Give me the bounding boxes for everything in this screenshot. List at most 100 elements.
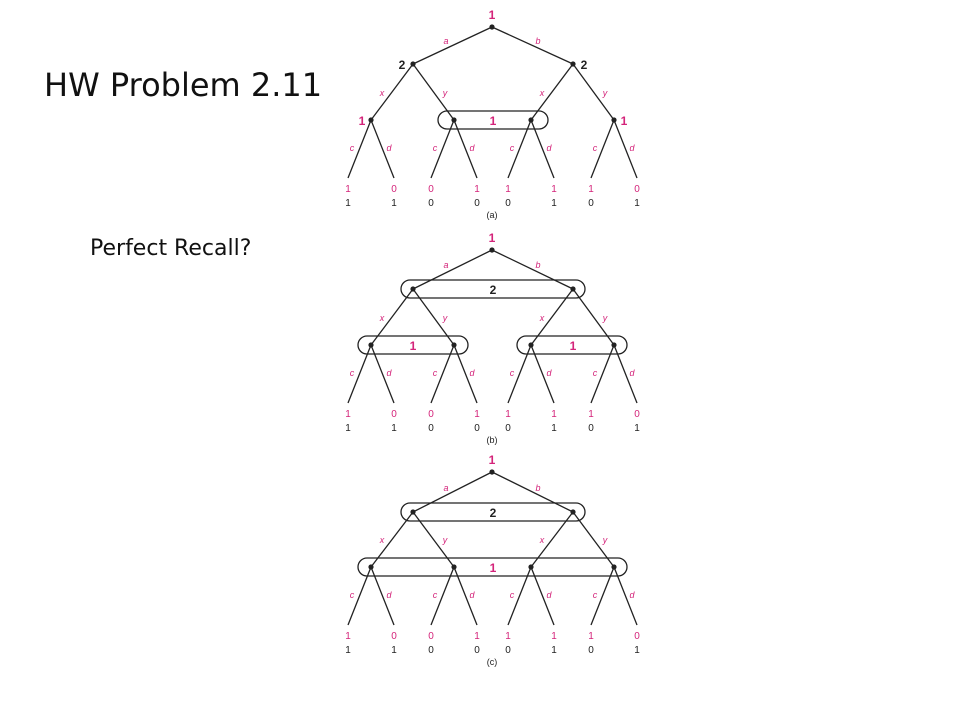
action-label: a <box>443 36 448 46</box>
edge-c-4 <box>590 566 615 626</box>
payoff-value: 1 <box>474 184 480 195</box>
decision-node <box>368 117 374 123</box>
edge-d-3 <box>530 119 555 179</box>
info-set-label: 1 <box>490 114 497 128</box>
action-label: c <box>510 368 515 378</box>
decision-node <box>528 117 534 123</box>
tree-edges <box>347 471 638 626</box>
payoff-value: 0 <box>588 645 594 656</box>
payoff-value: 0 <box>505 198 511 209</box>
tree-caption: (c) <box>487 657 498 667</box>
decision-node <box>570 286 576 292</box>
decision-node <box>410 286 416 292</box>
decision-node <box>570 509 576 515</box>
payoff-value: 0 <box>588 198 594 209</box>
action-label: c <box>510 590 515 600</box>
decision-node <box>528 564 534 570</box>
tree-edges <box>347 26 638 179</box>
edge-c-1 <box>347 344 372 404</box>
decision-node <box>368 564 374 570</box>
payoff-value: 1 <box>345 198 351 209</box>
payoff-value: 0 <box>428 409 434 420</box>
action-label: d <box>629 590 635 600</box>
payoff-row-player1: 1 0 0 1 1 1 1 0 <box>345 631 640 642</box>
action-label: c <box>433 143 438 153</box>
action-label: y <box>602 313 608 323</box>
payoff-value: 1 <box>551 409 557 420</box>
edge-d-3 <box>530 344 555 404</box>
payoff-value: 0 <box>474 423 480 434</box>
action-label: a <box>443 483 448 493</box>
payoff-value: 1 <box>345 631 351 642</box>
edge-d-4 <box>613 566 638 626</box>
payoff-value: 0 <box>428 198 434 209</box>
payoff-value: 0 <box>505 423 511 434</box>
payoff-row-player2: 1 1 0 0 0 1 0 1 <box>345 423 640 434</box>
payoff-value: 0 <box>588 423 594 434</box>
payoff-value: 0 <box>391 631 397 642</box>
payoff-value: 0 <box>505 645 511 656</box>
edge-a <box>412 26 493 65</box>
edge-x-left <box>370 63 414 121</box>
player-label: 2 <box>581 58 588 72</box>
action-label: b <box>535 483 540 493</box>
decision-node <box>451 117 457 123</box>
action-label: x <box>379 313 385 323</box>
action-label: x <box>379 88 385 98</box>
payoff-value: 1 <box>505 409 511 420</box>
decision-node <box>611 117 617 123</box>
game-tree-c: 1 a b 2 x y x y 1 c d c d c d c d 1 0 0 … <box>345 453 640 667</box>
edge-d-4 <box>613 119 638 179</box>
edge-x-right <box>530 511 574 568</box>
payoff-row-player1: 1 0 0 1 1 1 1 0 <box>345 409 640 420</box>
action-label: a <box>443 260 448 270</box>
edge-c-3 <box>507 119 532 179</box>
payoff-value: 1 <box>391 198 397 209</box>
edge-d-2 <box>453 566 478 626</box>
tree-nodes <box>368 247 617 348</box>
payoff-value: 1 <box>391 645 397 656</box>
player-label: 1 <box>359 114 366 128</box>
edge-d-1 <box>370 566 395 626</box>
action-label: d <box>546 590 552 600</box>
info-set-player1-all <box>357 557 628 577</box>
root-node <box>489 469 495 475</box>
action-label: d <box>386 590 392 600</box>
action-label: y <box>602 535 608 545</box>
root-node <box>489 247 495 253</box>
action-label: c <box>510 143 515 153</box>
payoff-value: 1 <box>474 409 480 420</box>
action-label: d <box>629 368 635 378</box>
tree-caption: (a) <box>487 210 498 220</box>
payoff-row-player2: 1 1 0 0 0 1 0 1 <box>345 645 640 656</box>
edge-b <box>491 471 574 513</box>
info-set-player1-right <box>516 335 628 355</box>
player-label: 1 <box>621 114 628 128</box>
action-label: d <box>629 143 635 153</box>
payoff-value: 1 <box>588 409 594 420</box>
payoff-value: 0 <box>428 184 434 195</box>
action-label: b <box>535 260 540 270</box>
edge-d-1 <box>370 119 395 179</box>
payoff-value: 0 <box>428 631 434 642</box>
action-label: d <box>386 368 392 378</box>
payoff-value: 1 <box>551 184 557 195</box>
action-label: x <box>539 88 545 98</box>
edge-d-2 <box>453 344 478 404</box>
root-player-label: 1 <box>489 8 496 22</box>
info-set-player1-left <box>357 335 469 355</box>
action-label: c <box>433 590 438 600</box>
payoff-value: 0 <box>634 409 640 420</box>
decision-node <box>528 342 534 348</box>
third-action-labels: c d c d c d c d <box>350 368 636 378</box>
payoff-value: 1 <box>634 198 640 209</box>
payoff-value: 1 <box>588 184 594 195</box>
decision-node <box>611 564 617 570</box>
action-label: y <box>442 88 448 98</box>
payoff-value: 1 <box>345 184 351 195</box>
edge-b <box>491 249 574 290</box>
decision-node <box>410 61 416 67</box>
action-label: x <box>539 313 545 323</box>
decision-node <box>368 342 374 348</box>
payoff-value: 0 <box>634 631 640 642</box>
